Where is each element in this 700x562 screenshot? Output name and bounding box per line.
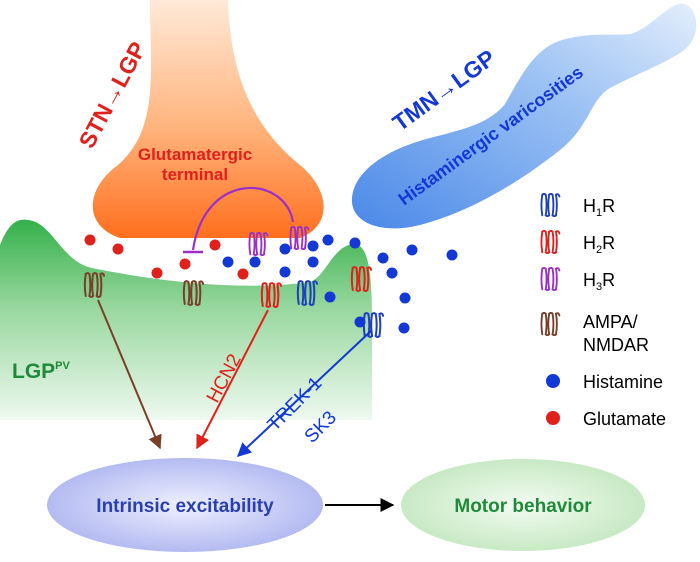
legend-h2r-icon [540,230,561,254]
legend-h3r-icon [540,267,561,291]
legend-h1r-sub: 1 [596,207,602,219]
glutamatergic-terminal-shape [92,0,324,238]
histamine-dot [446,249,458,261]
legend-h2r-base: H [583,233,596,253]
legend-ampa-label-line1: AMPA/ [583,312,638,332]
legend-h3r-label: H3R [583,270,615,293]
stn-to-lgp-title: STN→LGP [73,37,151,152]
legend-h1r-label: H1R [583,196,615,219]
legend-h3r-sub: 3 [596,281,602,293]
legend-h1r-tail: R [602,196,615,216]
trek1-sk3-arrow [236,329,373,457]
lgp-pv-neuron-shape [0,219,372,420]
lgp-pv-label: LGPPV [12,360,71,383]
glutamate-dot [209,239,221,251]
histamine-dot [349,237,361,249]
legend-h3r-tail: R [602,270,615,290]
legend-ampa-label-line2: NMDAR [583,335,649,355]
legend-histamine-label: Histamine [583,372,663,392]
h3r-inhibition-arc [191,186,295,251]
glutamate-molecules [84,234,249,280]
glutamate-dot [84,234,96,246]
legend-h1r-base: H [583,196,596,216]
histamine-dot [399,292,411,304]
legend-h2r-sub: 2 [596,244,602,256]
histamine-dot [222,256,234,268]
motor-behavior-node [401,459,645,551]
legend-h3r-base: H [583,270,596,290]
histamine-dot [398,322,410,334]
histamine-dot [322,234,334,246]
legend-histamine-dot [546,374,560,388]
histamine-dot [324,291,336,303]
histamine-dot [386,267,398,279]
glutamate-dot [179,258,191,270]
ampa-to-excitability-arrow [97,299,162,450]
intrinsic-excitability-label: Intrinsic excitability [96,496,274,517]
histamine-dot [279,243,291,255]
legend-h2r-label: H2R [583,233,615,256]
lgp-pv-label-main: LGP [12,360,55,383]
glutamate-dot [112,243,124,255]
histamine-dot [307,240,319,252]
glutamatergic-terminal-label-1: Glutamatergic [138,145,252,164]
legend-glutamate-dot [546,411,560,425]
histamine-dot [354,316,366,328]
histamine-dot [279,266,291,278]
legend-h1r-icon [540,193,561,217]
histamine-dot [406,244,418,256]
hcn2-arrow [196,309,269,450]
intrinsic-excitability-node [47,458,323,552]
histaminergic-varicosity-shape [351,3,697,229]
histamine-molecules [222,234,458,334]
motor-behavior-label: Motor behavior [454,496,592,517]
lgp-pv-label-sup: PV [55,360,70,372]
legend-glutamate-label: Glutamate [583,409,666,429]
legend: H1R H2R H3R AMPA/ NMDAR Histamine Glutam… [540,193,666,429]
glutamatergic-terminal-label-2: terminal [162,165,228,184]
histamine-dot [249,256,261,268]
glutamate-dot [151,267,163,279]
glutamate-dot [237,268,249,280]
legend-h2r-tail: R [602,233,615,253]
histamine-dot [377,252,389,264]
legend-ampa-nmda-icon [540,312,561,336]
histamine-dot [307,256,319,268]
